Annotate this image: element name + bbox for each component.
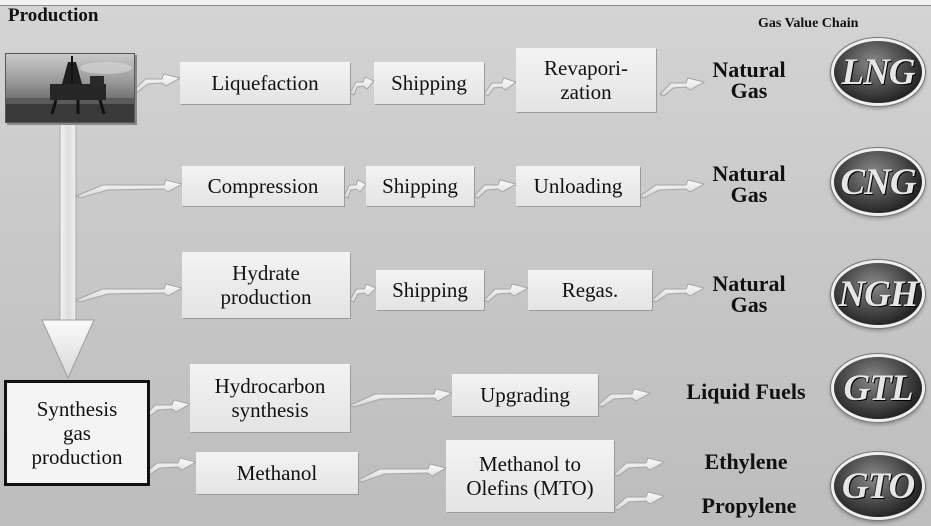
- cng-badge-icon: CNG: [834, 151, 922, 213]
- shipping-ngh-label: Shipping: [392, 277, 468, 302]
- upgrading-step: Upgrading: [452, 374, 598, 416]
- gtl-badge-label: GTL: [843, 367, 914, 409]
- gtl-badge-icon: GTL: [834, 357, 922, 419]
- liquefaction-step: Liquefaction: [180, 62, 350, 104]
- hydrocarbon-synthesis-step: Hydrocarbon synthesis: [190, 364, 350, 432]
- unloading-step: Unloading: [516, 166, 640, 206]
- shipping-ngh-step: Shipping: [376, 270, 484, 310]
- arrow-synthesis-methanol: [143, 457, 198, 477]
- lng-outcome: Natural Gas: [712, 57, 786, 103]
- arrow-compression-shipping: [343, 179, 367, 199]
- gtl-outcome: Liquid Fuels: [686, 378, 806, 404]
- arrow-mto-propylene: [613, 491, 666, 511]
- shipping-cng-step: Shipping: [366, 166, 474, 206]
- ngh-badge-icon: NGH: [834, 263, 922, 325]
- ngh-badge-label: NGH: [838, 273, 918, 315]
- arrow-shipping-revaporization: [483, 77, 518, 97]
- hydrate-production-step: Hydrate production: [182, 252, 350, 318]
- hydrocarbon-synthesis-label: Hydrocarbon synthesis: [214, 373, 326, 422]
- cng-badge-label: CNG: [840, 161, 916, 203]
- offshore-platform-photo: [5, 53, 135, 123]
- arrow-revaporization-gas: [659, 77, 706, 97]
- arrow-shipping-unloading: [473, 179, 518, 199]
- propylene-outcome: Propylene: [701, 492, 797, 518]
- methanol-label: Methanol: [236, 460, 318, 485]
- ethylene-outcome: Ethylene: [704, 448, 788, 474]
- gto-badge-icon: GTO: [834, 455, 922, 517]
- arrow-shipping-regas: [483, 283, 530, 303]
- platform-illustration: [6, 56, 134, 122]
- lng-badge-icon: LNG: [834, 41, 922, 103]
- regas-label: Regas.: [561, 277, 619, 302]
- hydrate-production-label: Hydrate production: [220, 260, 312, 309]
- shipping-cng-label: Shipping: [382, 173, 458, 198]
- unloading-label: Unloading: [533, 173, 623, 198]
- mto-label: Methanol to Olefins (MTO): [466, 451, 594, 500]
- synthesis-gas-label: Synthesis gas production: [31, 396, 123, 470]
- shipping-lng-label: Shipping: [391, 70, 467, 95]
- arrow-synthesis-hydrocarbon: [143, 399, 192, 419]
- mto-step: Methanol to Olefins (MTO): [446, 440, 614, 512]
- arrow-unloading-gas: [639, 179, 706, 199]
- gto-badge-label: GTO: [841, 465, 915, 507]
- arrow-trunk-hydrate: [74, 283, 184, 303]
- synthesis-gas-step: Synthesis gas production: [4, 380, 150, 486]
- arrow-methanol-mto: [356, 463, 448, 483]
- compression-label: Compression: [207, 173, 319, 198]
- regas-step: Regas.: [528, 270, 652, 310]
- arrow-upgrading-fuels: [597, 388, 652, 408]
- lng-badge-label: LNG: [841, 51, 915, 93]
- diagram-subtitle: Gas Value Chain: [758, 16, 859, 31]
- arrow-mto-ethylene: [613, 457, 666, 477]
- arrow-hydrate-shipping: [349, 283, 377, 303]
- compression-step: Compression: [182, 166, 344, 206]
- arrow-regas-gas: [651, 283, 706, 303]
- cng-outcome: Natural Gas: [712, 161, 786, 207]
- arrow-platform-liquefaction: [133, 73, 182, 93]
- arrow-trunk-compression: [74, 179, 184, 199]
- shipping-lng-step: Shipping: [374, 62, 484, 104]
- page-title: Production: [8, 5, 99, 26]
- liquefaction-label: Liquefaction: [211, 70, 319, 95]
- arrow-liquefaction-shipping: [349, 76, 375, 96]
- arrow-hydrocarbon-upgrading: [348, 388, 454, 408]
- top-rule: [0, 0, 931, 6]
- trunk-pipe: [59, 119, 77, 341]
- revaporization-label: Revapori- zation: [544, 55, 628, 104]
- revaporization-step: Revapori- zation: [516, 48, 656, 112]
- ngh-outcome: Natural Gas: [712, 271, 786, 317]
- upgrading-label: Upgrading: [480, 382, 570, 407]
- trunk-arrowhead: [41, 319, 95, 380]
- methanol-step: Methanol: [196, 452, 358, 494]
